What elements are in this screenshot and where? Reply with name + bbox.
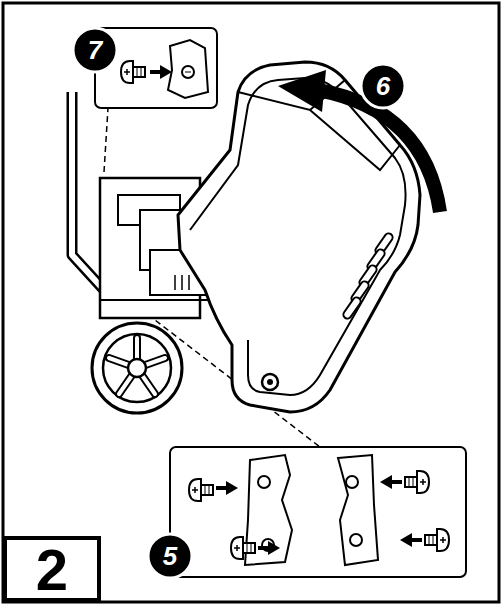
- callout-number: 7: [73, 28, 117, 72]
- step-number: 2: [7, 539, 97, 601]
- callout-number: 6: [361, 64, 405, 108]
- callout-number: 5: [148, 534, 192, 578]
